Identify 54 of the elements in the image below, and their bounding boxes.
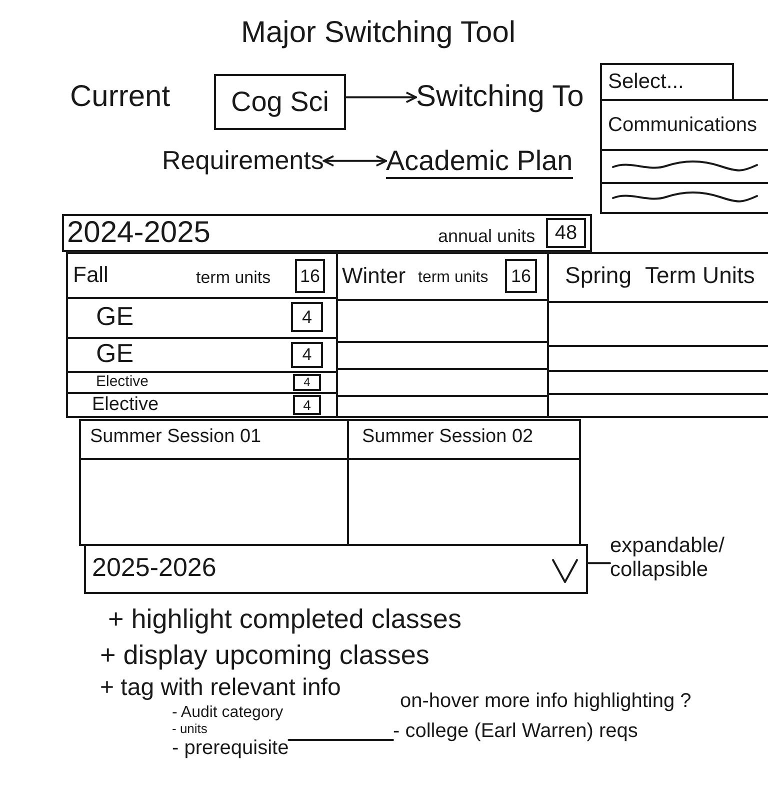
feature-note: + tag with relevant info [100, 674, 341, 702]
course-name: GE [96, 302, 134, 332]
requirement-note: - college (Earl Warren) reqs [393, 720, 638, 743]
term-units-box: 16 [295, 259, 325, 293]
term-column [66, 252, 338, 418]
session-title: Summer Session 01 [90, 426, 262, 448]
feature-note: + display upcoming classes [100, 640, 430, 672]
view-label: Requirements [162, 146, 324, 176]
term-name: Fall [73, 262, 108, 288]
active-view-label: Academic Plan [386, 145, 573, 180]
term-name: Spring [565, 262, 632, 288]
major-select-dropdown: Select... [600, 63, 734, 101]
dropdown-option: Communications [600, 99, 768, 151]
collapsed-year-bar [84, 544, 588, 594]
major-field: Cog Sci [214, 74, 346, 130]
term-units-label: term units [196, 268, 271, 288]
session-title: Summer Session 02 [362, 426, 534, 448]
annotation-note: expandable/ collapsible [610, 534, 724, 582]
feature-note: + highlight completed classes [108, 604, 462, 636]
course-units-box: 4 [293, 395, 321, 415]
term-column [336, 252, 549, 418]
term-name: Winter [342, 263, 406, 288]
course-name: GE [96, 339, 134, 369]
course-row [66, 337, 338, 371]
arrow [345, 92, 417, 104]
term-column [547, 252, 768, 418]
year-header-bar [62, 214, 592, 252]
summer-session-column [347, 419, 581, 546]
hover-note: on-hover more info highlighting ? [400, 690, 692, 713]
tag-item: - prerequisite [172, 737, 289, 760]
term-units-label: term units [418, 269, 488, 288]
course-units-box: 4 [291, 342, 323, 368]
tag-item: - units [172, 722, 208, 737]
course-row [66, 392, 338, 418]
year-title: 2024-2025 [67, 216, 210, 250]
field-label: Current [70, 80, 170, 114]
year-title: 2025-2026 [92, 553, 216, 583]
connector-line [288, 739, 394, 741]
annual-units-box: 48 [546, 218, 586, 248]
course-row [66, 371, 338, 392]
annual-units-label: annual units [438, 226, 536, 247]
tag-item: - Audit category [172, 704, 284, 722]
course-name: Elective [96, 373, 149, 390]
page-title: Major Switching Tool [241, 16, 516, 50]
term-units-label: Term Units [645, 262, 755, 288]
term-units-box: 16 [505, 259, 537, 293]
dropdown-option [600, 182, 768, 214]
switching-to-label: Switching To [416, 80, 584, 114]
course-name: Elective [92, 394, 159, 416]
course-units-box: 4 [291, 302, 323, 332]
double-arrow [322, 155, 387, 167]
course-units-box: 4 [293, 374, 321, 391]
summer-session-column [79, 419, 349, 546]
leader-line [587, 562, 611, 564]
